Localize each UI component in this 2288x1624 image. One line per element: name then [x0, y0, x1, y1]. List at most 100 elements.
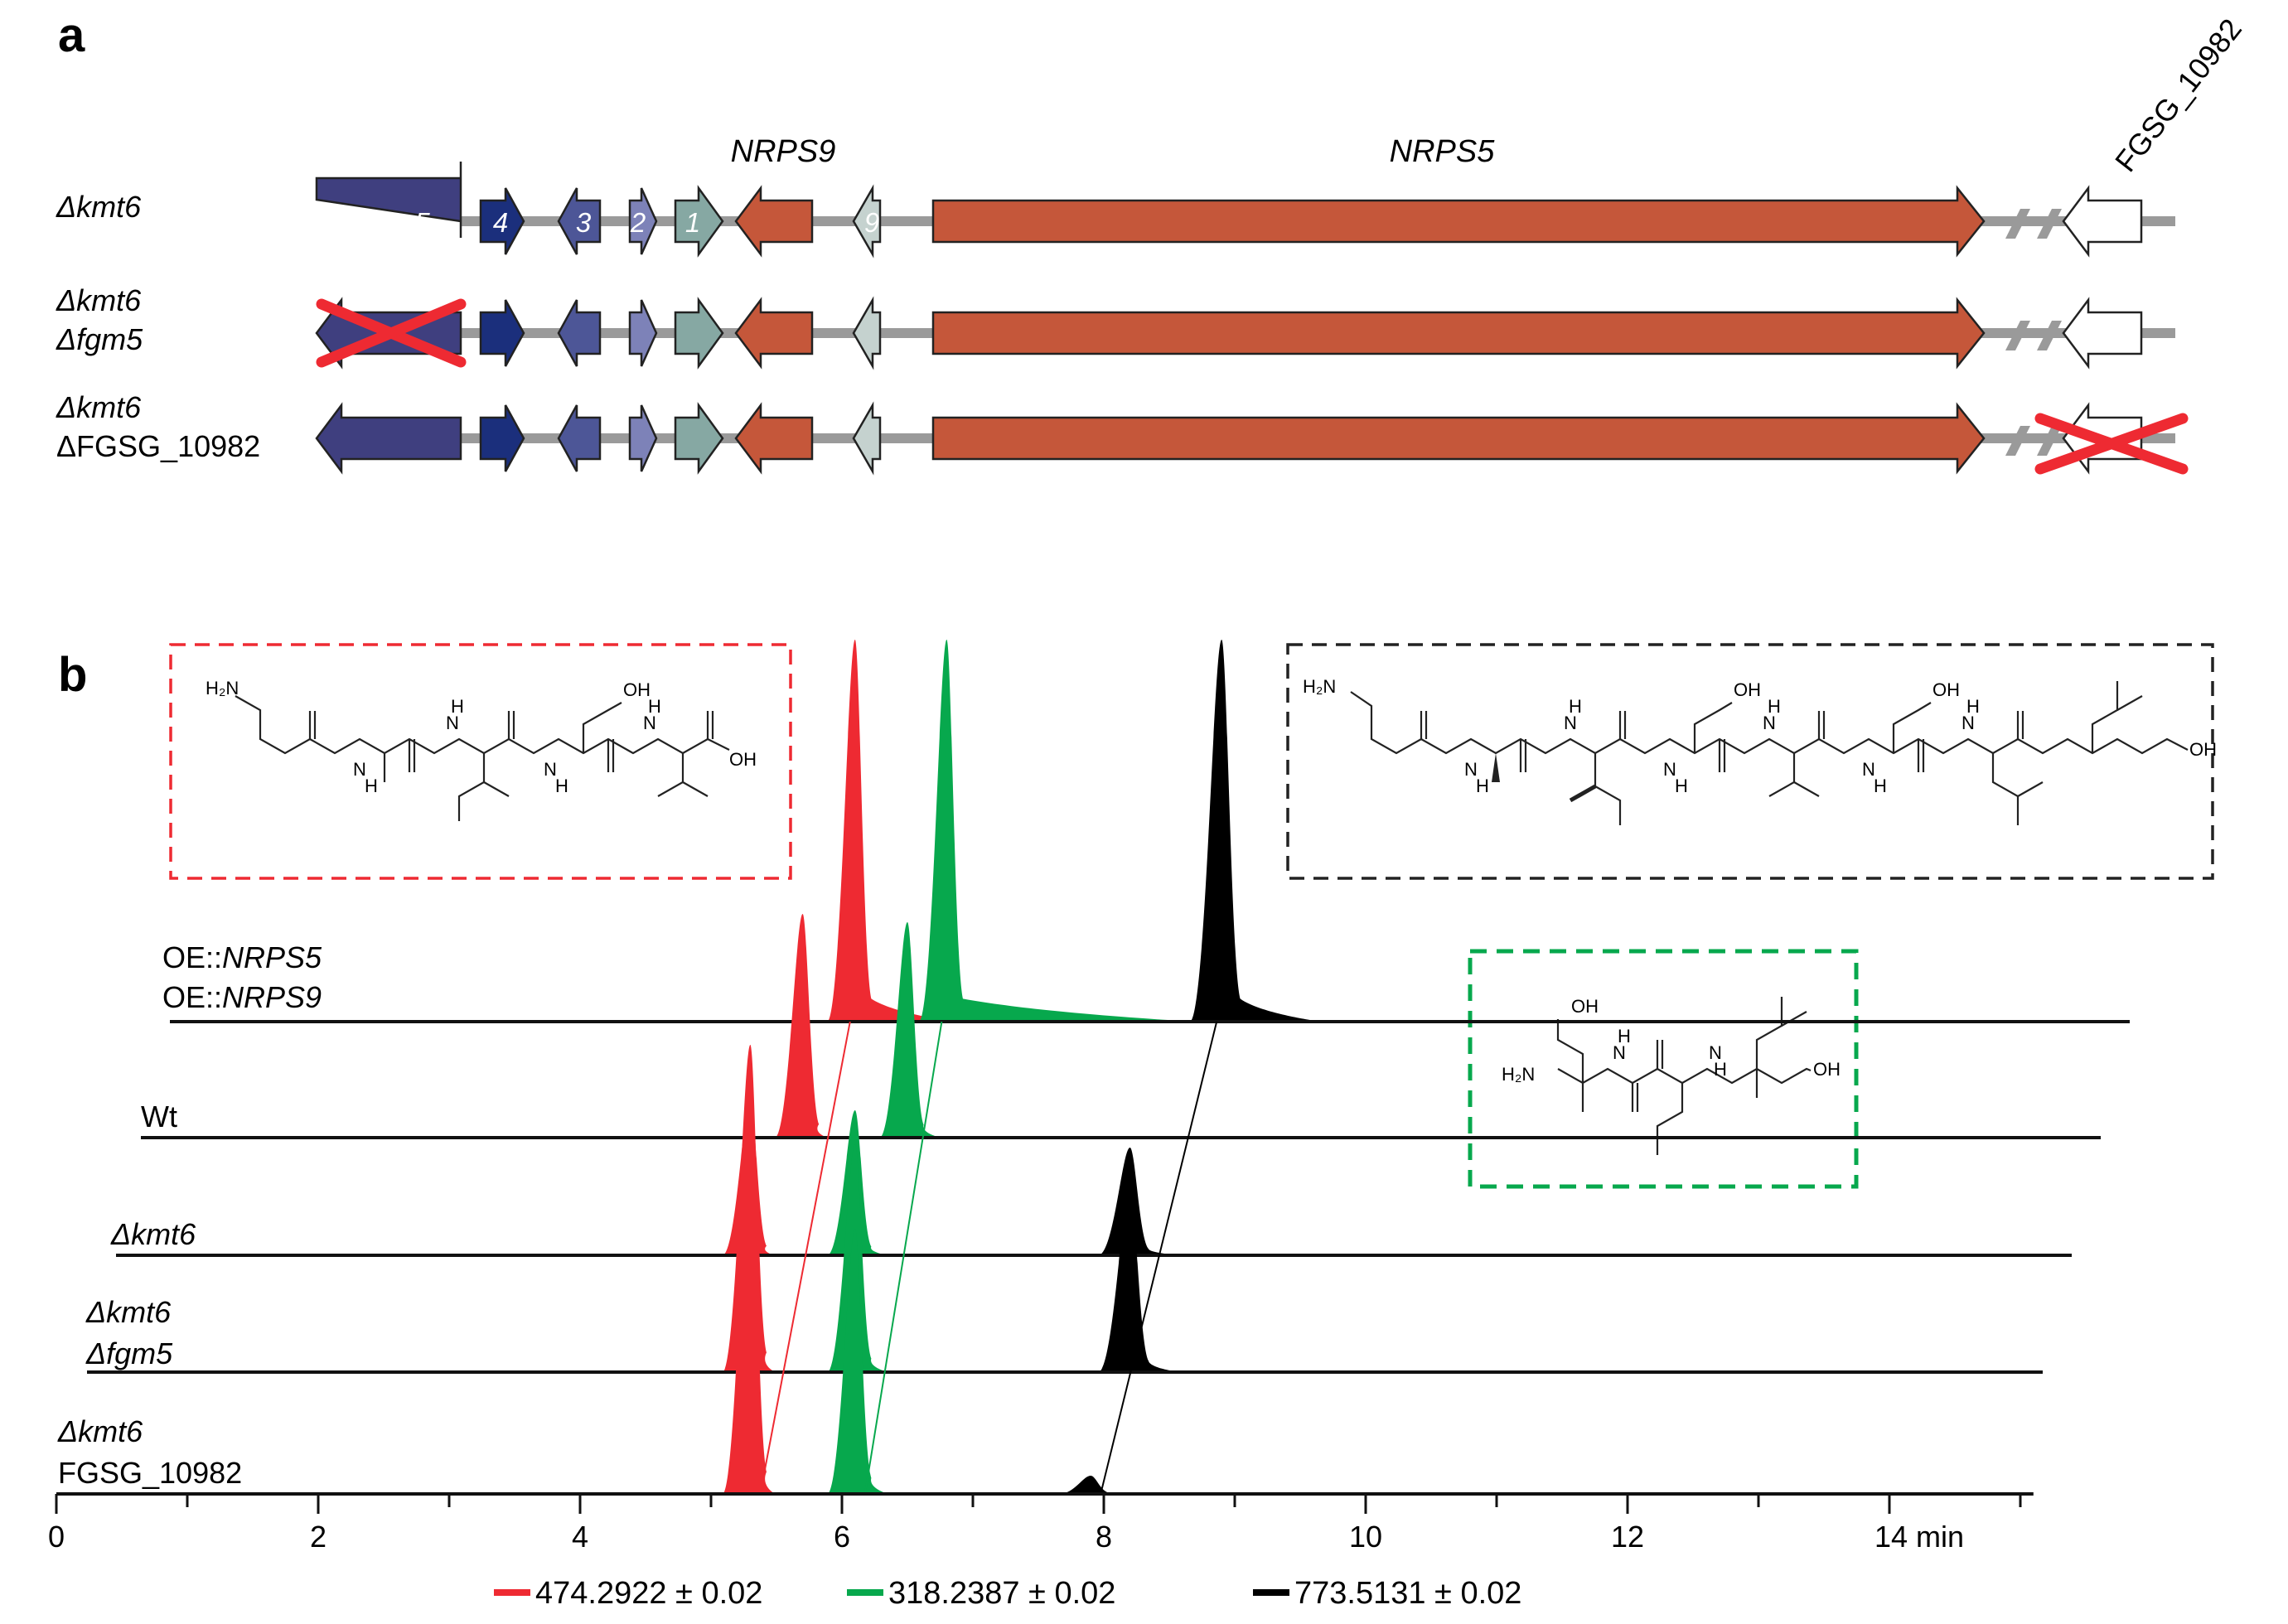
svg-text:N: N [1613, 1042, 1626, 1063]
gene-cluster-row-3 [315, 401, 2175, 476]
gene-9-arrow [852, 401, 882, 476]
svg-text:N: N [1663, 759, 1676, 780]
panel-b-label: b [58, 648, 87, 702]
gene-nrps5-arrow [931, 402, 1986, 475]
structure-box-black [1286, 643, 2214, 880]
svg-text:N: N [1763, 713, 1776, 733]
break-marks-row-2 [2005, 321, 2062, 350]
fgsg-header: FGSG_10982 [2108, 12, 2248, 178]
trace-label-kmt6-fgsg-1: Δkmt6 [57, 1414, 143, 1448]
trace-label-oe-1: OE::NRPS5 [162, 940, 322, 974]
gene-fgsg-arrow [2062, 297, 2143, 370]
gene-3-arrow [557, 299, 602, 367]
svg-text:OH: OH [2189, 739, 2217, 760]
row1-label: Δkmt6 [56, 190, 142, 224]
svg-text:H: H [1569, 696, 1582, 717]
legend: 474.2922 ± 0.02 318.2387 ± 0.02 773.5131… [494, 1576, 1521, 1611]
peak-shift-line-red [759, 1021, 851, 1495]
gene-nrps5-arrow [931, 185, 1986, 258]
structure-red: H₂N OH N N N N OH H H H H [206, 678, 757, 821]
gene-4-arrow [479, 187, 525, 255]
svg-text:H: H [1675, 776, 1688, 796]
structure-box-green [1468, 949, 1859, 1189]
svg-text:N: N [1564, 713, 1577, 733]
svg-text:2: 2 [630, 207, 646, 238]
gene-labels-row-1: fgm5 4 3 2 1 9 [369, 207, 879, 238]
gene-nrps9-arrow [734, 402, 814, 475]
svg-text:N: N [1862, 759, 1875, 780]
trace-label-kmt6-fgm5-1: Δkmt6 [85, 1295, 172, 1329]
svg-text:N: N [446, 713, 459, 733]
x-axis: 0 2 4 6 8 10 12 14 min [48, 1492, 2034, 1554]
legend-label-black: 773.5131 ± 0.02 [1294, 1576, 1521, 1611]
peak-green [918, 640, 1196, 1022]
gene-9-arrow [852, 296, 882, 370]
gene-4-arrow [479, 299, 525, 367]
gene-1-arrow [674, 297, 724, 370]
svg-text:3: 3 [576, 207, 592, 238]
peak-green [879, 922, 941, 1138]
x-tick-label: 10 [1349, 1520, 1382, 1554]
gene-2-arrow [628, 187, 658, 255]
svg-text:H: H [1874, 776, 1887, 796]
trace-label-oe-2: OE::NRPS9 [162, 980, 322, 1014]
peak-red [775, 914, 828, 1138]
svg-text:4: 4 [493, 207, 508, 238]
gene-nrps5-arrow [931, 297, 1986, 370]
svg-text:1: 1 [685, 207, 700, 238]
gene-fgm5-arrow [315, 162, 462, 238]
peak-black [1098, 1186, 1180, 1372]
gene-3-arrow [557, 404, 602, 472]
peak-black [1058, 1476, 1141, 1494]
gene-fgsg-arrow [2062, 185, 2143, 258]
panel-a-label: a [58, 8, 85, 62]
svg-text:N: N [1961, 713, 1975, 733]
svg-text:OH: OH [1571, 996, 1599, 1017]
x-tick-label: 8 [1096, 1520, 1112, 1554]
x-tick-label: 14 min [1874, 1520, 1964, 1554]
x-tick-label: 12 [1611, 1520, 1644, 1554]
svg-text:H: H [1476, 776, 1489, 796]
gene-fgm5-arrow [315, 402, 462, 475]
svg-text:H: H [648, 696, 661, 717]
svg-text:H₂N: H₂N [1303, 676, 1336, 697]
x-tick-label: 4 [572, 1520, 588, 1554]
break-marks-row-3 [2005, 426, 2062, 456]
peak-shift-line-black [1100, 1021, 1218, 1495]
svg-text:H₂N: H₂N [206, 678, 239, 698]
trace-label-wt: Wt [141, 1100, 177, 1133]
x-tick-label: 2 [310, 1520, 327, 1554]
svg-text:H₂N: H₂N [1502, 1064, 1535, 1085]
gene-cluster-row-1 [315, 162, 2175, 259]
x-tick-label: 6 [834, 1520, 850, 1554]
deletion-mark-fgsg [2034, 413, 2189, 475]
legend-label-red: 474.2922 ± 0.02 [535, 1576, 762, 1611]
svg-text:OH: OH [729, 749, 757, 770]
nrps9-header: NRPS9 [731, 134, 836, 169]
trace-label-kmt6: Δkmt6 [110, 1217, 196, 1251]
gene-nrps9-arrow [734, 297, 814, 370]
gene-cluster-row-2 [315, 296, 2175, 370]
svg-text:H: H [451, 696, 464, 717]
trace-label-kmt6-fgm5-2: Δfgm5 [85, 1336, 173, 1370]
gene-4-arrow [479, 404, 525, 472]
peak-red [722, 1125, 776, 1494]
svg-text:OH: OH [1734, 679, 1761, 700]
row3-label-2: ΔFGSG_10982 [56, 429, 260, 463]
svg-text:N: N [544, 759, 557, 780]
peak-red [827, 640, 955, 1022]
svg-text:N: N [1709, 1042, 1722, 1063]
svg-text:OH: OH [1813, 1059, 1841, 1080]
svg-text:N: N [1464, 759, 1478, 780]
svg-text:H: H [555, 776, 568, 796]
peak-green [827, 1229, 888, 1494]
svg-text:H: H [1618, 1026, 1631, 1046]
x-tick-label: 0 [48, 1520, 65, 1554]
peak-shift-line-green [863, 1021, 943, 1495]
trace-labels: OE::NRPS5 OE::NRPS9 Wt Δkmt6 Δkmt6 Δfgm5… [57, 940, 322, 1490]
structure-black: H₂N OH OH OH N N N N N N H H H H H H [1303, 676, 2217, 825]
row3-label-1: Δkmt6 [56, 390, 142, 424]
legend-label-green: 318.2387 ± 0.02 [888, 1576, 1115, 1611]
svg-text:H: H [1966, 696, 1980, 717]
